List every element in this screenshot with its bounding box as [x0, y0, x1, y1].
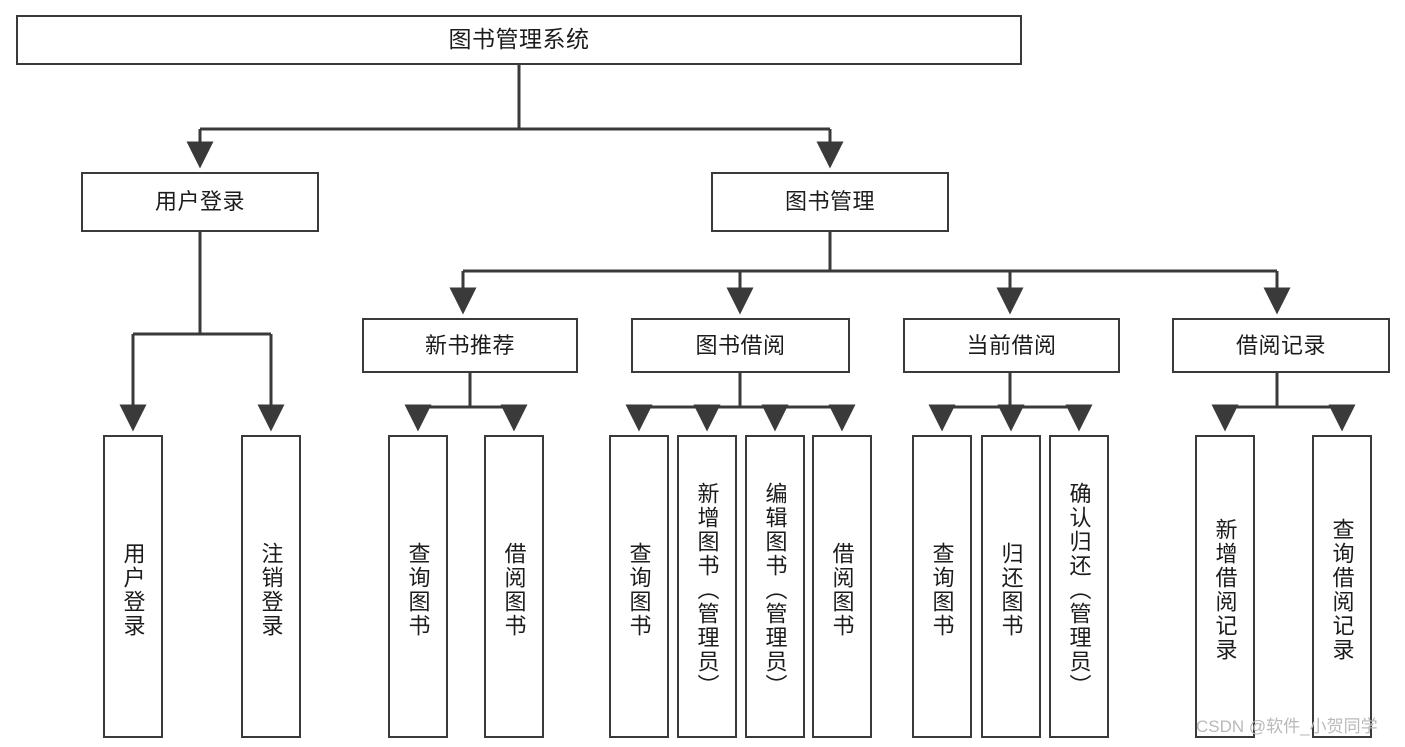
node-leaf-add-record-label: 新增借阅记录: [1212, 517, 1238, 662]
node-leaf-user-login-label: 用户登录: [120, 541, 146, 638]
node-current-borrow-label: 当前借阅: [966, 332, 1057, 358]
node-book-manage-label: 图书管理: [784, 189, 875, 215]
node-leaf-add-record[interactable]: 新增借阅记录: [1195, 435, 1255, 738]
node-leaf-return-book[interactable]: 归还图书: [981, 435, 1041, 738]
node-leaf-query-book-1-label: 查询图书: [405, 541, 431, 638]
node-book-manage[interactable]: 图书管理: [711, 172, 949, 232]
node-book-borrow[interactable]: 图书借阅: [631, 318, 850, 373]
node-leaf-query-book-3-label: 查询图书: [929, 541, 955, 638]
node-leaf-query-record-label: 查询借阅记录: [1329, 517, 1355, 662]
node-leaf-add-book[interactable]: 新增图书（管理员）: [677, 435, 737, 738]
node-borrow-record[interactable]: 借阅记录: [1172, 318, 1390, 373]
node-new-book-recommend-label: 新书推荐: [424, 332, 515, 358]
node-user-login[interactable]: 用户登录: [81, 172, 319, 232]
node-leaf-query-book-2[interactable]: 查询图书: [609, 435, 669, 738]
node-leaf-query-record[interactable]: 查询借阅记录: [1312, 435, 1372, 738]
node-leaf-query-book-1[interactable]: 查询图书: [388, 435, 448, 738]
node-leaf-logout[interactable]: 注销登录: [241, 435, 301, 738]
node-leaf-query-book-3[interactable]: 查询图书: [912, 435, 972, 738]
node-current-borrow[interactable]: 当前借阅: [903, 318, 1120, 373]
node-root-system[interactable]: 图书管理系统: [16, 15, 1022, 65]
node-leaf-logout-label: 注销登录: [258, 541, 284, 638]
node-book-borrow-label: 图书借阅: [695, 332, 786, 358]
node-leaf-edit-book-label: 编辑图书（管理员）: [762, 481, 788, 698]
node-leaf-edit-book[interactable]: 编辑图书（管理员）: [745, 435, 805, 738]
node-leaf-return-book-label: 归还图书: [998, 541, 1024, 638]
node-new-book-recommend[interactable]: 新书推荐: [362, 318, 578, 373]
node-user-login-label: 用户登录: [154, 189, 245, 215]
node-borrow-record-label: 借阅记录: [1235, 332, 1326, 358]
node-leaf-query-book-2-label: 查询图书: [626, 541, 652, 638]
node-leaf-confirm-return[interactable]: 确认归还（管理员）: [1049, 435, 1109, 738]
node-leaf-confirm-return-label: 确认归还（管理员）: [1066, 481, 1092, 698]
node-root-system-label: 图书管理系统: [448, 26, 590, 53]
node-leaf-add-book-label: 新增图书（管理员）: [694, 481, 720, 698]
node-leaf-borrow-book-1[interactable]: 借阅图书: [484, 435, 544, 738]
node-leaf-borrow-book-1-label: 借阅图书: [501, 541, 527, 638]
watermark-text: CSDN @软件_小贺同学: [1196, 717, 1378, 736]
node-leaf-user-login[interactable]: 用户登录: [103, 435, 163, 738]
node-leaf-borrow-book-2-label: 借阅图书: [829, 541, 855, 638]
node-leaf-borrow-book-2[interactable]: 借阅图书: [812, 435, 872, 738]
